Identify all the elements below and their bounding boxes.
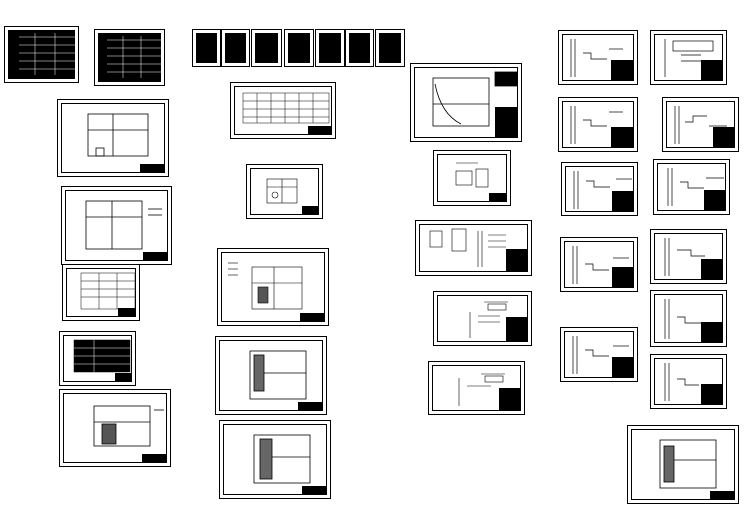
drawing-sheet-notes-7[interactable] — [375, 29, 405, 67]
drawing-sheet-floor-plan-1[interactable] — [57, 99, 169, 177]
drawing-sheet-notes-1[interactable] — [192, 29, 221, 67]
drawing-sheet-detail-3[interactable] — [415, 220, 532, 276]
drawing-sheet-notes-3[interactable] — [251, 29, 282, 67]
floor-plan-icon — [659, 439, 717, 489]
drawing-sheet-riser-2[interactable] — [558, 97, 638, 152]
drawing-sheet-riser-11[interactable] — [650, 354, 727, 409]
pipe-riser-icon — [570, 39, 623, 77]
pipe-riser-icon — [572, 336, 629, 374]
pipe-riser-icon — [664, 363, 699, 401]
drawing-sheet-notes-2[interactable] — [221, 29, 250, 67]
drawing-sheet-riser-1[interactable] — [558, 30, 638, 85]
drawing-sheet-floor-plan-2[interactable] — [61, 186, 172, 265]
drawing-sheet-notes-6[interactable] — [345, 29, 374, 67]
detail-drawing-icon — [458, 373, 505, 406]
drawing-sheet-riser-5[interactable] — [560, 327, 638, 382]
drawing-sheet-material-table[interactable] — [94, 29, 165, 86]
detail-drawing-icon — [266, 178, 298, 204]
floor-plan-icon — [253, 434, 311, 484]
drawing-sheet-notes-4[interactable] — [284, 29, 314, 67]
drawing-sheet-riser-9[interactable] — [650, 229, 727, 284]
drawing-sheet-riser-8[interactable] — [653, 159, 730, 215]
drawing-sheet-floor-plan-6[interactable] — [627, 425, 739, 504]
pipe-riser-icon — [664, 39, 714, 77]
drawing-sheet-schedule-table[interactable] — [62, 264, 140, 321]
drawing-sheet-riser-7[interactable] — [662, 97, 739, 152]
floor-plan-icon — [432, 71, 518, 127]
drawing-sheet-detail-4[interactable] — [433, 291, 532, 346]
floor-plan-icon — [228, 262, 303, 310]
pipe-riser-icon — [570, 106, 623, 144]
drawing-sheet-plan-with-table[interactable] — [410, 63, 522, 142]
drawing-sheet-riser-6[interactable] — [650, 30, 727, 85]
detail-drawing-icon — [455, 162, 489, 188]
table-grid-icon — [19, 33, 75, 75]
drawing-sheet-wide-table[interactable] — [230, 82, 336, 139]
drawing-sheet-notes-5[interactable] — [315, 29, 345, 67]
floor-plan-icon — [93, 405, 164, 447]
pipe-riser-icon — [674, 106, 727, 144]
pipe-riser-icon — [573, 171, 632, 209]
drawing-sheet-detail-5[interactable] — [428, 361, 525, 415]
drawing-sheet-riser-10[interactable] — [650, 290, 727, 347]
drawing-sheet-index-table[interactable] — [4, 26, 79, 83]
pipe-riser-icon — [664, 238, 705, 276]
drawing-sheet-riser-3[interactable] — [561, 162, 638, 216]
table-grid-icon — [242, 92, 330, 124]
drawing-sheet-detail-1[interactable] — [246, 164, 323, 219]
table-grid-icon — [73, 339, 131, 373]
drawing-sheet-floor-plan-3[interactable] — [59, 389, 171, 467]
floor-plan-icon — [85, 200, 162, 250]
table-grid-icon — [107, 36, 161, 78]
drawing-sheet-floor-plan-5[interactable] — [219, 420, 331, 499]
table-grid-icon — [80, 272, 136, 310]
pipe-riser-icon — [572, 246, 629, 284]
detail-drawing-icon — [469, 301, 508, 338]
drawing-sheet-riser-4[interactable] — [560, 237, 638, 292]
drawing-sheet-detail-2[interactable] — [433, 150, 511, 206]
floor-plan-icon — [249, 350, 307, 400]
drawing-sheet-site-plan[interactable] — [217, 248, 329, 326]
pipe-riser-icon — [664, 299, 701, 339]
drawing-sheet-floor-plan-4[interactable] — [215, 336, 327, 415]
detail-drawing-icon — [429, 228, 506, 267]
drawing-sheet-equipment-table[interactable] — [59, 331, 136, 386]
pipe-riser-icon — [667, 168, 724, 206]
floor-plan-icon — [87, 113, 149, 157]
